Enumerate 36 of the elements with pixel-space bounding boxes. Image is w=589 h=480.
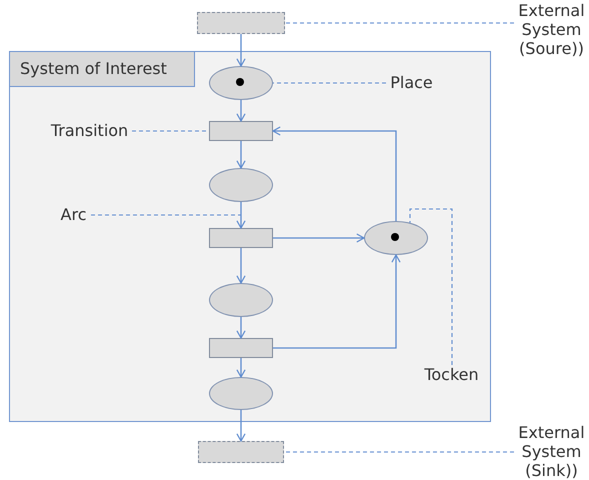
annotation-text: Place bbox=[386, 72, 438, 92]
external-system-box bbox=[198, 441, 284, 463]
arrow bbox=[236, 317, 246, 339]
header-label: System of Interest bbox=[10, 52, 195, 87]
arrow bbox=[236, 248, 246, 284]
leader-line bbox=[285, 22, 514, 24]
external-system-box bbox=[197, 12, 285, 34]
place-ellipse bbox=[208, 66, 272, 100]
place-ellipse bbox=[208, 168, 272, 202]
arrow bbox=[236, 100, 246, 122]
transition-box bbox=[208, 228, 272, 248]
place-ellipse bbox=[208, 282, 272, 316]
arrow bbox=[272, 126, 397, 221]
arrow bbox=[236, 34, 246, 67]
arrow bbox=[273, 233, 365, 243]
annotation-text: Arc bbox=[56, 204, 90, 224]
annotation-text: External System (Sink)) bbox=[514, 423, 589, 480]
arrow bbox=[236, 358, 246, 378]
system-boundary bbox=[9, 51, 491, 422]
leader-line bbox=[284, 451, 514, 453]
leader-line bbox=[132, 130, 209, 132]
arrow bbox=[236, 202, 246, 229]
leader-line bbox=[273, 82, 386, 84]
leader-line bbox=[409, 208, 453, 365]
dot-icon bbox=[236, 78, 244, 86]
arrow bbox=[236, 141, 246, 169]
transition-box bbox=[208, 120, 272, 140]
place-ellipse bbox=[364, 220, 428, 254]
annotation-text: Transition bbox=[48, 120, 132, 140]
arrow bbox=[236, 410, 246, 442]
annotation-text: Tocken bbox=[420, 364, 484, 384]
annotation-text: External System (Soure)) bbox=[514, 1, 589, 58]
arrow bbox=[273, 254, 401, 349]
dot-icon bbox=[391, 233, 399, 241]
transition-box bbox=[208, 338, 272, 358]
leader-line bbox=[91, 214, 241, 216]
